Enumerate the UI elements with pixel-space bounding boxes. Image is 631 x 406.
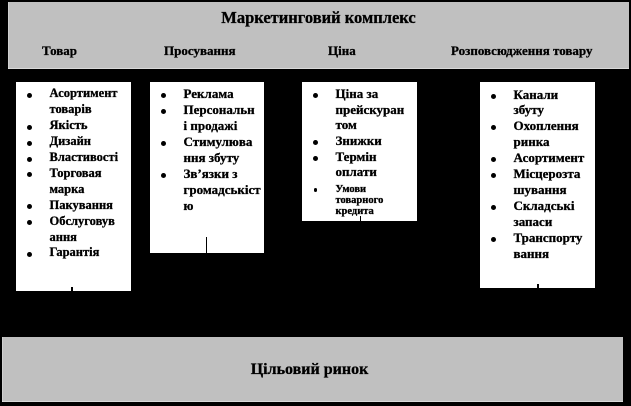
list-item: Реклама <box>150 86 264 102</box>
product-box: Асортимент товарів Якість Дизайн Властив… <box>16 82 131 291</box>
connector-tick <box>205 237 207 253</box>
list-item: Зв’язки з громадськіст ю <box>150 166 264 214</box>
product-list: Асортимент товарів Якість Дизайн Властив… <box>16 82 131 261</box>
list-item: Канали збуту <box>480 86 595 119</box>
list-item: Гарантія <box>16 245 131 261</box>
price-box: Ціна за прейскуран том Знижки Термін опл… <box>302 82 417 221</box>
column-header-promotion: Просування <box>164 43 236 58</box>
column-header-price: Ціна <box>328 43 356 58</box>
promotion-list: Реклама Персональн і продажі Стимулюва н… <box>150 82 264 214</box>
target-market-banner: Цільовий ринок <box>2 337 623 402</box>
list-item: Транспорту вання <box>480 230 595 262</box>
list-item: Властивості <box>16 150 131 166</box>
diagram-title: Маркетинговий комплекс <box>221 8 416 27</box>
list-item: Охоплення ринка <box>480 118 595 150</box>
list-item: Якість <box>16 118 131 134</box>
list-item: Дизайн <box>16 134 131 150</box>
list-item: Термін оплати <box>302 149 417 180</box>
column-header-distribution: Розповсюдження товару <box>451 43 593 58</box>
connector-tick <box>71 286 73 291</box>
list-item: Обслуговув ання <box>16 213 131 246</box>
list-item: Знижки <box>302 133 417 149</box>
top-banner: Маркетинговий комплекс <box>8 2 629 69</box>
connector-tick <box>359 215 361 221</box>
column-header-product: Товар <box>42 43 78 58</box>
distribution-box: Канали збуту Охоплення ринка Асортимент … <box>480 82 595 288</box>
price-list: Ціна за прейскуран том Знижки Термін опл… <box>302 82 417 217</box>
list-item: Ціна за прейскуран том <box>302 86 417 133</box>
list-item: Складські запаси <box>480 198 595 230</box>
connector-tick <box>537 283 539 289</box>
list-item: Асортимент товарів <box>16 86 131 118</box>
list-item: Персональн і продажі <box>150 102 264 134</box>
list-item: Пакування <box>16 198 131 214</box>
list-item: Стимулюва ння збуту <box>150 134 264 166</box>
promotion-box: Реклама Персональн і продажі Стимулюва н… <box>150 82 264 253</box>
distribution-list: Канали збуту Охоплення ринка Асортимент … <box>480 82 595 261</box>
list-item: Умови товарного кредита <box>302 183 417 218</box>
list-item: Торговая марка <box>16 166 131 198</box>
list-item: Асортимент <box>480 150 595 166</box>
list-item: Місцерозта шування <box>480 166 595 198</box>
target-market-title: Цільовий ринок <box>250 361 369 378</box>
